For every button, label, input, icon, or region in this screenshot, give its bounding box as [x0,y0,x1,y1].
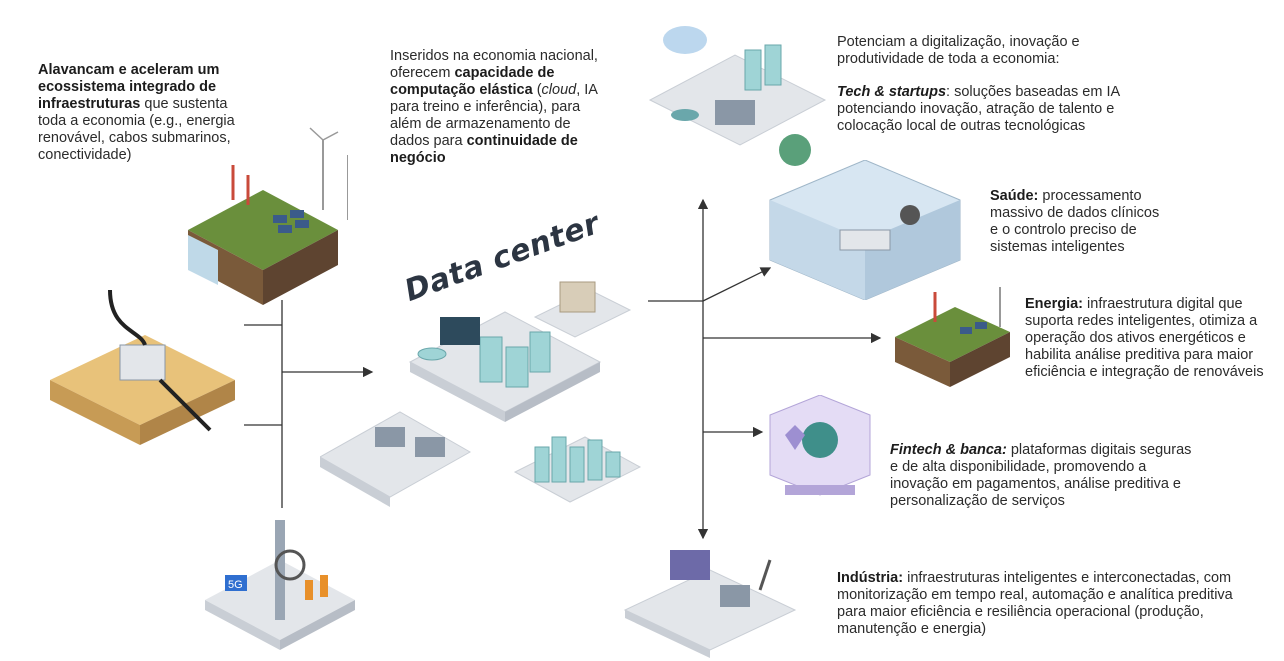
fintech-text: plataformas digitais seguras e de alta d… [890,442,1192,509]
left-description-bold: Alavancam e aceleram um ecossistema inte… [38,62,220,112]
fintech-illustration [769,395,871,496]
center-text-3: , IA para treino e inferência), para alé… [390,82,598,149]
center-description: Inseridos na economia nacional, oferecem… [390,48,605,167]
submarine-cable-illustration [50,290,235,445]
industria-description: Indústria: infraestruturas inteligentes … [837,570,1247,638]
saude-text: processamento massivo de dados clínicos … [990,188,1160,255]
energia-description: Energia: infraestrutura digital que supo… [1025,296,1280,381]
industria-text: infraestruturas inteligentes e intercone… [837,570,1233,637]
industria-title: Indústria: [837,570,904,586]
center-bold-1: capacidade de computação elástica [390,65,555,98]
energia-text: infraestrutura digital que suporta redes… [1025,296,1264,380]
5g-icon: 5G [228,579,243,591]
energia-title: Energia: [1025,296,1084,312]
left-description-rest: que sustenta toda a economia (e.g., ener… [38,96,235,163]
tech-startups-illustration [648,26,827,166]
energia-illustration [895,287,1010,387]
top-right-intro: Potenciam a digitalização, inovação e pr… [837,34,1080,67]
fintech-description: Fintech & banca: plataformas digitais se… [890,442,1200,510]
connectivity-5g-illustration: 5G [205,520,355,650]
arrow-to-saude [702,267,772,302]
tech-startups-title: Tech & startups [837,84,947,100]
left-description: Alavancam e aceleram um ecossistema inte… [38,62,253,164]
tech-startups-description: Potenciam a digitalização, inovação e pr… [837,34,1127,135]
saude-title: Saúde: [990,188,1039,204]
saude-illustration [769,160,961,300]
industria-illustration [623,550,797,658]
center-text-2: ( [536,82,542,98]
renewable-energy-illustration [188,127,348,305]
fintech-title: Fintech & banca: [890,442,1007,458]
center-italic-cloud: cloud [541,82,577,98]
data-center-illustration [320,281,642,507]
center-text-1: Inseridos na economia nacional, oferecem [390,48,598,81]
saude-description: Saúde: processamento massivo de dados cl… [990,188,1170,256]
tech-startups-text: : soluções baseadas em IA potenciando in… [837,84,1120,134]
center-bold-2: continuidade de negócio [390,133,578,166]
